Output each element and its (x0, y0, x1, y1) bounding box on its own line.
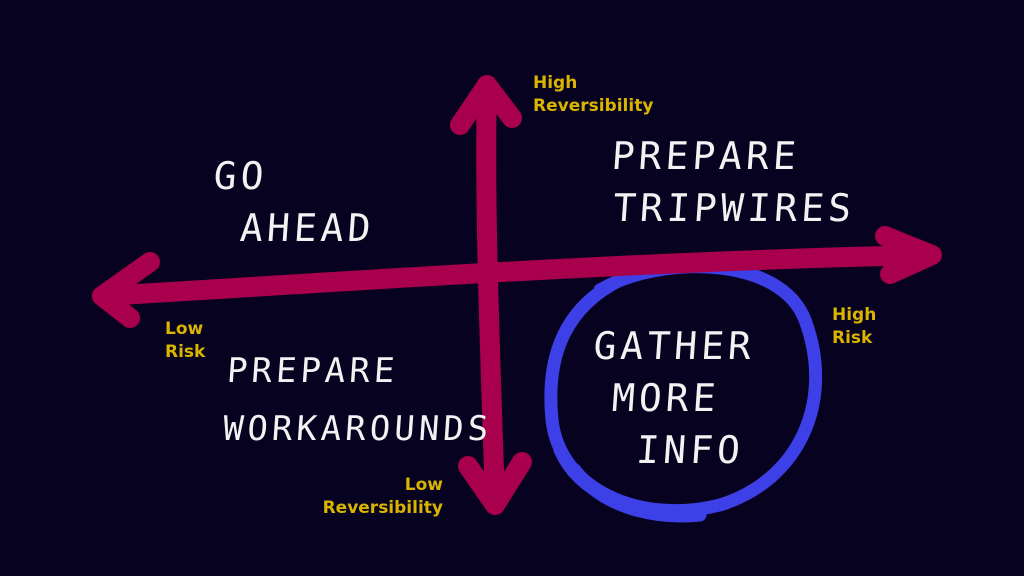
quadrant-line: MORE (610, 376, 722, 420)
arrow-head-right (875, 226, 942, 284)
quadrant-prepare-tripwires: PREPARE TRIPWIRES (606, 130, 860, 234)
horizontal-axis-line (92, 245, 940, 306)
label-line: Risk (165, 342, 206, 362)
arrow-head-up (450, 75, 522, 135)
quadrant-prepare-workarounds: PREPARE WORKAROUNDS (221, 345, 498, 455)
quadrant-line: PREPARE (610, 134, 802, 178)
label-line: Reversibility (322, 498, 443, 518)
quadrant-go-ahead: GO AHEAD (208, 150, 380, 254)
arrow-head-down (458, 452, 532, 515)
label-line: Low (404, 475, 443, 495)
quadrant-line: AHEAD (238, 206, 377, 250)
label-line: High (832, 305, 877, 325)
quadrant-line: GO (212, 154, 270, 198)
label-line: Low (165, 319, 204, 339)
label-line: Risk (832, 328, 873, 348)
quadrant-line: GATHER (592, 324, 757, 368)
quadrant-line: PREPARE (225, 351, 400, 391)
quadrant-line: TRIPWIRES (611, 186, 857, 230)
quadrant-line: WORKAROUNDS (221, 409, 494, 449)
label-line: Reversibility (533, 96, 654, 116)
quadrant-gather-more-info: GATHER MORE INFO (585, 320, 757, 476)
blue-circle-highlight (544, 260, 823, 523)
quadrant-line: INFO (634, 428, 746, 472)
label-line: High (533, 73, 578, 93)
arrow-head-left (92, 252, 160, 328)
vertical-axis-line (476, 78, 505, 510)
